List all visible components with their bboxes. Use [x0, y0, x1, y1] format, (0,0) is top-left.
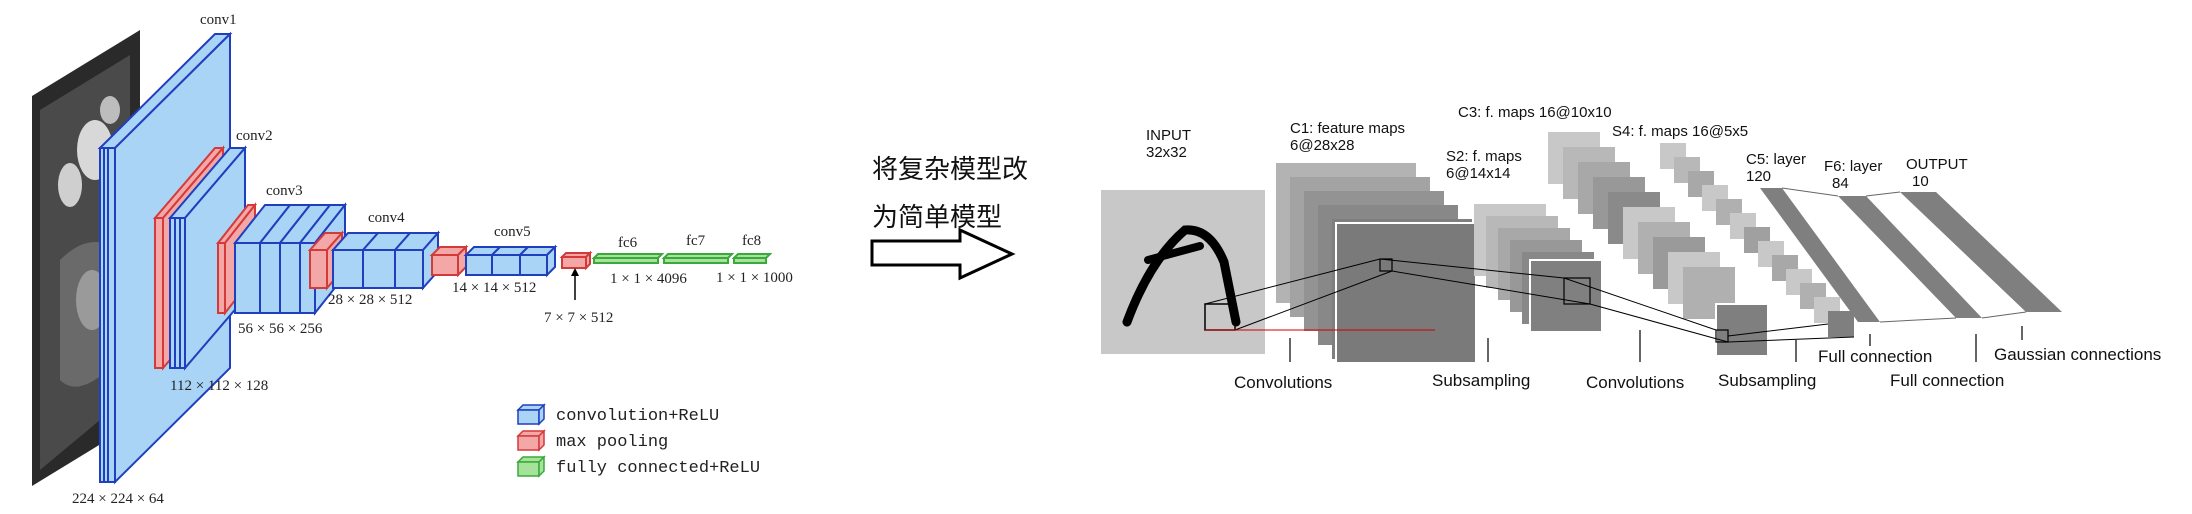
pool4-block — [429, 244, 469, 278]
dim-14: 14 × 14 × 512 — [452, 280, 536, 296]
label-conv2: conv2 — [236, 128, 273, 144]
transition-line-1: 将复杂模型改 — [872, 154, 1028, 184]
dim-fc8: 1 × 1 × 1000 — [716, 270, 793, 286]
label-fc7: fc7 — [686, 233, 706, 249]
label-f6-size: 84 — [1832, 175, 1849, 192]
label-c5: C5: layer — [1746, 151, 1806, 168]
legend-label-pool: max pooling — [556, 433, 668, 452]
pool5-block — [559, 250, 593, 300]
conv2-block — [167, 145, 248, 371]
s2-maps — [1474, 204, 1603, 333]
dim-28: 28 × 28 × 512 — [328, 292, 412, 308]
output-layer — [1900, 192, 2062, 312]
label-output: OUTPUT — [1906, 156, 1968, 173]
op-subsampling-2: Subsampling — [1718, 371, 1816, 390]
label-s2: S2: f. maps — [1446, 148, 1522, 165]
fc7-block — [661, 253, 735, 264]
label-s2-size: 6@14x14 — [1446, 165, 1510, 182]
label-conv3: conv3 — [266, 183, 303, 199]
op-convolutions-1: Convolutions — [1234, 373, 1332, 392]
label-conv5: conv5 — [494, 224, 531, 240]
label-c3: C3: f. maps 16@10x10 — [1458, 104, 1612, 121]
conv5-block — [463, 244, 558, 278]
s4-maps — [1660, 143, 1854, 337]
dim-56: 56 × 56 × 256 — [238, 321, 323, 337]
op-full-connection-1: Full connection — [1818, 347, 1932, 366]
c1-maps — [1276, 163, 1477, 364]
legend-label-conv: convolution+ReLU — [556, 407, 719, 426]
label-c1: C1: feature maps — [1290, 120, 1405, 137]
fc8-block — [731, 253, 773, 264]
c3-maps — [1548, 132, 1769, 357]
label-output-size: 10 — [1912, 173, 1929, 190]
legend-item-conv: convolution+ReLU — [516, 403, 719, 426]
label-fc8: fc8 — [742, 233, 761, 249]
label-s4: S4: f. maps 16@5x5 — [1612, 123, 1748, 140]
lenet-diagram: INPUT 32x32 C1: feature maps 6@28x28 S2:… — [1101, 104, 2161, 392]
op-subsampling-1: Subsampling — [1432, 371, 1530, 390]
dim-7: 7 × 7 × 512 — [544, 310, 613, 326]
fc6-block — [591, 253, 665, 264]
label-conv4: conv4 — [368, 210, 405, 226]
op-convolutions-2: Convolutions — [1586, 373, 1684, 392]
op-full-connection-2: Full connection — [1890, 371, 2004, 390]
legend-label-fc: fully connected+ReLU — [556, 459, 760, 478]
legend-item-pool: max pooling — [516, 429, 668, 452]
transition: 将复杂模型改 为简单模型 — [870, 154, 1028, 281]
op-ticks — [1289, 326, 2023, 362]
vgg-diagram: conv1 conv2 conv3 conv4 conv5 fc6 fc7 fc… — [32, 12, 793, 507]
dim-112: 112 × 112 × 128 — [170, 378, 268, 394]
c5-layer — [1760, 188, 1880, 322]
dim-224: 224 × 224 × 64 — [72, 491, 164, 507]
legend: convolution+ReLU max pooling fully conne… — [516, 403, 760, 478]
label-f6: F6: layer — [1824, 158, 1882, 175]
label-fc6: fc6 — [618, 235, 638, 251]
right-arrow-icon — [870, 227, 1016, 281]
conv4-block — [330, 230, 441, 291]
transition-line-2: 为简单模型 — [872, 202, 1002, 232]
label-c5-size: 120 — [1746, 168, 1771, 185]
op-gaussian-connections: Gaussian connections — [1994, 345, 2161, 364]
label-input-size: 32x32 — [1146, 144, 1187, 161]
label-input: INPUT — [1146, 127, 1191, 144]
dim-fc67: 1 × 1 × 4096 — [610, 271, 687, 287]
input-letter-a — [1122, 225, 1241, 327]
f6-layer — [1838, 196, 1982, 318]
label-c1-size: 6@28x28 — [1290, 137, 1354, 154]
label-conv1: conv1 — [200, 12, 237, 28]
legend-item-fc: fully connected+ReLU — [516, 455, 760, 478]
input-plane — [1101, 190, 1265, 354]
